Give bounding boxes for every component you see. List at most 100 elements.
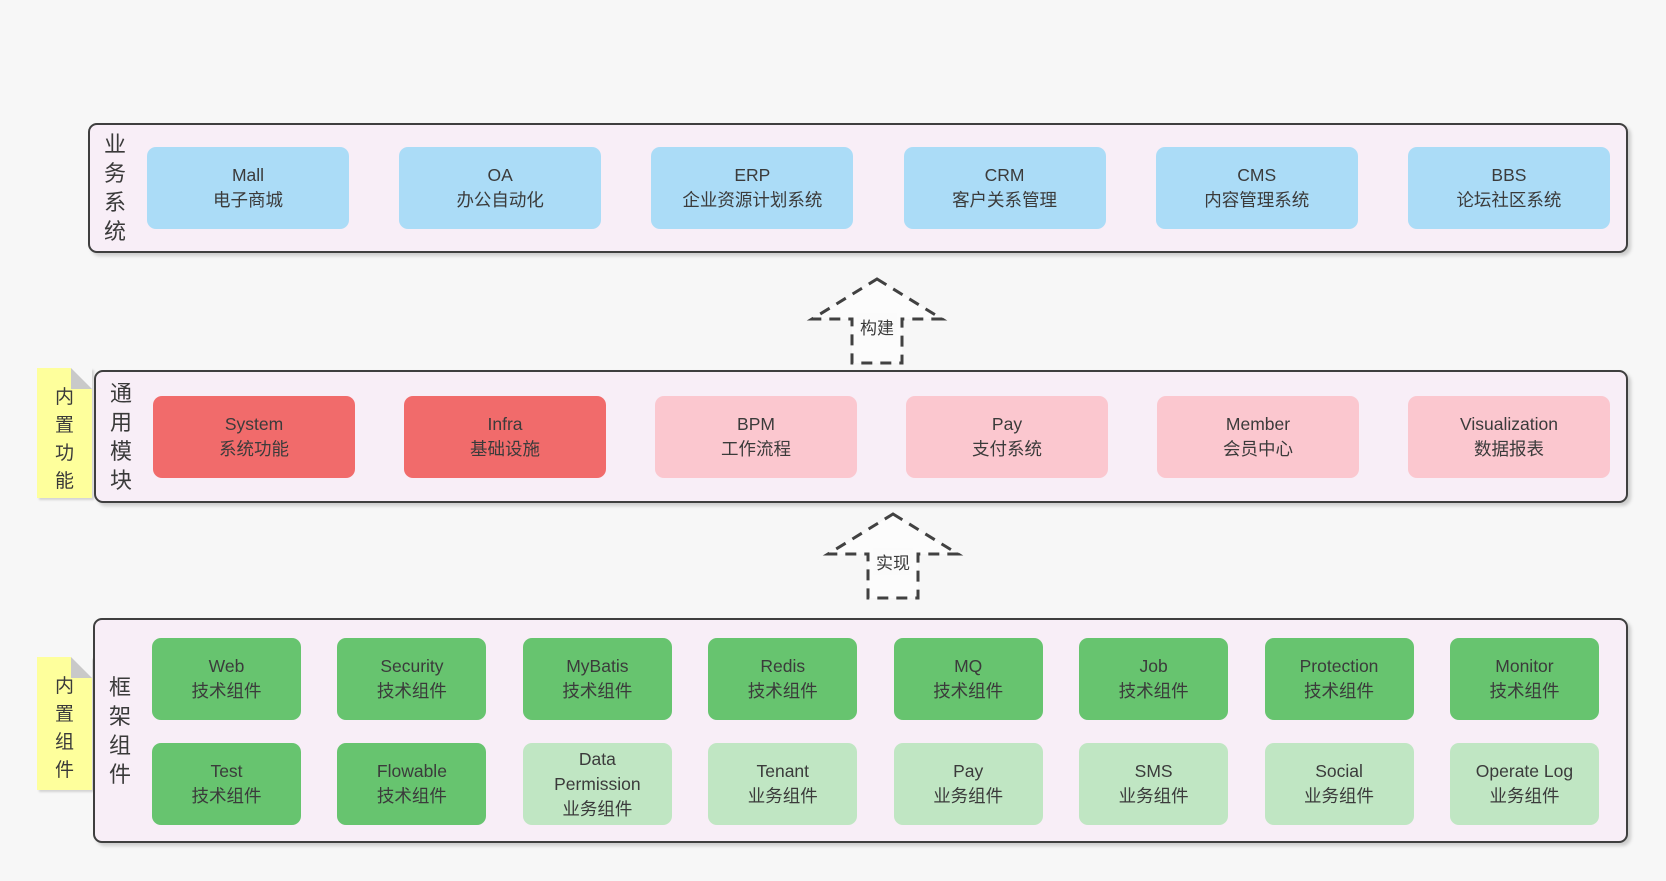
box-flowable: Flowable 技术组件 <box>337 743 487 825</box>
box-desc: 数据报表 <box>1474 438 1544 459</box>
implement-arrow-label: 实现 <box>873 548 913 575</box>
box-web: Web 技术组件 <box>152 638 301 720</box>
box-test: Test 技术组件 <box>152 743 301 825</box>
box-desc: 技术组件 <box>1118 681 1189 701</box>
box-social: Social 业务组件 <box>1264 743 1414 825</box>
common-modules-row: System 系统功能 Infra 基础设施 BPM 工作流程 Pay 支付系统… <box>153 372 1610 501</box>
box-desc: 技术组件 <box>933 681 1004 701</box>
box-desc: 技术组件 <box>376 681 447 701</box>
box-name: CRM <box>984 165 1025 185</box>
box-desc: 技术组件 <box>191 786 262 806</box>
box-desc: 技术组件 <box>1489 681 1560 701</box>
box-crm: CRM 客户关系管理 <box>903 147 1106 229</box>
box-bbs: BBS 论坛社区系统 <box>1407 147 1610 229</box>
sticky-note-built-in-functions: 内置功能 <box>37 368 92 498</box>
box-desc: 论坛社区系统 <box>1456 190 1562 210</box>
business-systems-layer: 业务系统 Mall 电子商城 OA 办公自动化 ERP 企业资源计划系统 CRM… <box>88 123 1628 253</box>
framework-components-row-1: Web 技术组件 Security 技术组件 MyBatis 技术组件 Redi… <box>152 638 1599 720</box>
box-name: Infra <box>487 413 523 434</box>
box-name: Monitor <box>1495 656 1554 676</box>
box-name: SMS <box>1134 761 1173 781</box>
build-arrow: 构建 <box>802 277 952 365</box>
box-desc: 技术组件 <box>747 681 818 701</box>
sticky-note-built-in-components: 内置组件 <box>37 657 92 790</box>
box-desc: 客户关系管理 <box>952 190 1058 210</box>
business-systems-row: Mall 电子商城 OA 办公自动化 ERP 企业资源计划系统 CRM 客户关系… <box>147 125 1610 251</box>
sticky-note-label: 内置功能 <box>54 387 74 492</box>
box-mall: Mall 电子商城 <box>147 147 349 229</box>
box-desc: 基础设施 <box>470 438 540 459</box>
box-desc: 业务组件 <box>747 786 818 806</box>
box-job: Job 技术组件 <box>1079 638 1229 720</box>
box-desc: 企业资源计划系统 <box>682 190 823 210</box>
box-desc: 支付系统 <box>972 438 1042 459</box>
box-mybatis: MyBatis 技术组件 <box>522 638 672 720</box>
box-security: Security 技术组件 <box>337 638 487 720</box>
box-name: Job <box>1139 656 1168 676</box>
box-name: Pay <box>991 413 1023 434</box>
box-name: Social <box>1315 761 1363 781</box>
box-name: CMS <box>1237 165 1277 185</box>
box-sms: SMS 业务组件 <box>1079 743 1229 825</box>
box-name: Tenant <box>756 761 810 781</box>
box-member: Member 会员中心 <box>1157 395 1359 478</box>
box-desc: 内容管理系统 <box>1204 190 1310 210</box>
box-visualization: Visualization 数据报表 <box>1408 395 1610 478</box>
box-name: Security <box>380 656 444 676</box>
box-desc: 电子商城 <box>213 190 283 210</box>
common-modules-layer: 通用模块 System 系统功能 Infra 基础设施 BPM 工作流程 Pay… <box>94 370 1628 503</box>
sticky-note-label: 内置组件 <box>54 676 74 781</box>
box-desc: 工作流程 <box>721 438 791 459</box>
box-desc: 技术组件 <box>376 786 447 806</box>
box-desc: 技术组件 <box>1304 681 1375 701</box>
box-oa: OA 办公自动化 <box>399 147 602 229</box>
box-name: BPM <box>737 413 775 434</box>
box-desc: 业务组件 <box>1304 786 1375 806</box>
box-name: OA <box>487 165 513 185</box>
box-name: Flowable <box>376 761 447 781</box>
layer-label-business-systems: 业务系统 <box>103 132 126 244</box>
box-desc: 业务组件 <box>1118 786 1189 806</box>
box-data-permission: Data Permission 业务组件 <box>522 743 672 825</box>
layer-label-common-modules: 通用模块 <box>109 380 132 493</box>
box-desc: 业务组件 <box>1489 786 1560 806</box>
box-desc: 系统功能 <box>219 438 289 459</box>
box-name: Test <box>210 761 243 781</box>
box-name: Operate Log <box>1475 761 1574 781</box>
build-arrow-label: 构建 <box>857 313 897 340</box>
box-name: MyBatis <box>566 656 629 676</box>
box-name: Redis <box>760 656 806 676</box>
box-monitor: Monitor 技术组件 <box>1449 638 1599 720</box>
box-name: Pay <box>953 761 984 781</box>
box-name: Visualization <box>1460 413 1558 434</box>
box-name: BBS <box>1491 165 1527 185</box>
layer-label-framework-components: 框架组件 <box>108 674 131 787</box>
box-name: Web <box>208 656 245 676</box>
box-infra: Infra 基础设施 <box>404 395 606 478</box>
box-name: System <box>224 413 284 434</box>
box-mq: MQ 技术组件 <box>893 638 1043 720</box>
box-redis: Redis 技术组件 <box>708 638 858 720</box>
box-name: Data Permission <box>554 748 641 794</box>
box-pay: Pay 支付系统 <box>906 395 1108 478</box>
box-desc: 业务组件 <box>933 786 1004 806</box>
box-name: Member <box>1225 413 1291 434</box>
box-desc: 技术组件 <box>562 681 633 701</box>
box-protection: Protection 技术组件 <box>1264 638 1414 720</box>
framework-components-row-2: Test 技术组件 Flowable 技术组件 Data Permission … <box>152 743 1599 825</box>
box-name: ERP <box>734 165 771 185</box>
box-cms: CMS 内容管理系统 <box>1155 147 1358 229</box>
box-operate-log: Operate Log 业务组件 <box>1449 743 1599 825</box>
implement-arrow: 实现 <box>818 512 968 600</box>
box-system: System 系统功能 <box>153 395 355 478</box>
box-name: Protection <box>1299 656 1379 676</box>
box-erp: ERP 企业资源计划系统 <box>651 147 854 229</box>
box-tenant: Tenant 业务组件 <box>708 743 858 825</box>
box-name: Mall <box>231 165 265 185</box>
box-desc: 会员中心 <box>1223 438 1293 459</box>
box-desc: 办公自动化 <box>456 190 544 210</box>
box-pay-biz: Pay 业务组件 <box>893 743 1043 825</box>
box-desc: 技术组件 <box>191 681 262 701</box>
box-bpm: BPM 工作流程 <box>655 395 857 478</box>
